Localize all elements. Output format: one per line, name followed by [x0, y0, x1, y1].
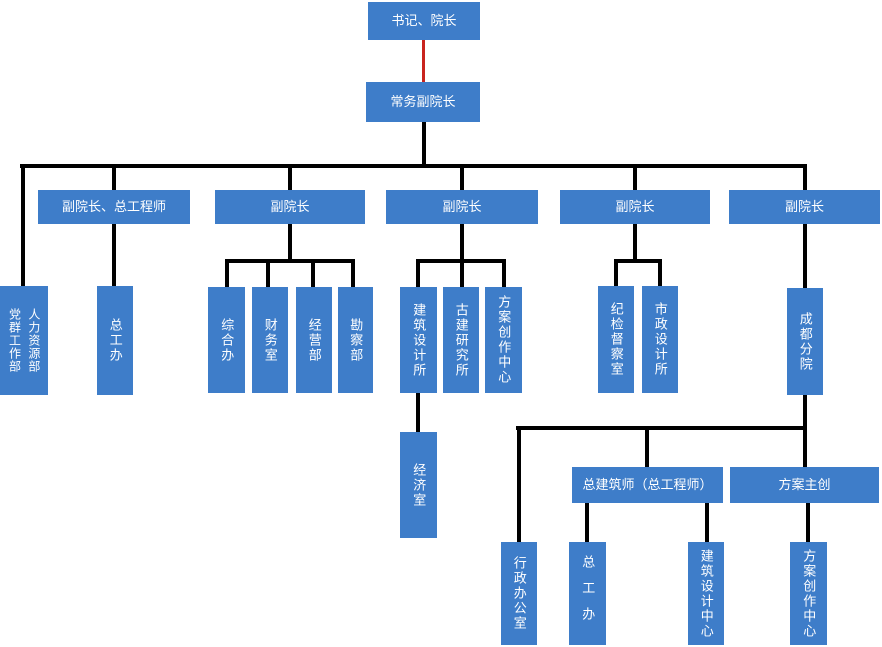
node-chief-engineer-office: 总工办: [97, 286, 133, 395]
node-architectural-design-center: 建筑设计中心: [688, 542, 724, 645]
connector-drop-vp5: [803, 164, 807, 190]
node-finance-office: 财务室: [252, 287, 288, 393]
connector-vp2-horizontal: [225, 259, 355, 263]
connector-drop-operations-dept: [311, 259, 315, 287]
connector-drop-general-office: [225, 259, 229, 287]
connector-vp4-horizontal: [614, 259, 662, 263]
connector-main-horizontal: [20, 164, 807, 168]
connector-vp4-stem: [633, 224, 637, 262]
connector-drop-ancient-institute: [460, 259, 464, 287]
node-executive-vice-dean: 常务副院长: [366, 82, 480, 122]
node-survey-dept: 勘察部: [338, 287, 373, 393]
connector-drop-survey-dept: [351, 259, 355, 287]
connector-vp5-to-chengdu-branch: [803, 224, 807, 288]
connector-drop-vp2: [288, 164, 292, 190]
connector-to-arch-design-center: [705, 503, 709, 542]
node-vice-dean-5: 副院长: [729, 190, 880, 224]
node-ancient-architecture-institute: 古建研究所: [443, 287, 479, 393]
node-secretary-dean: 书记、院长: [368, 2, 480, 40]
node-vice-dean-3: 副院长: [386, 190, 538, 224]
node-chengdu-branch: 成都分院: [787, 288, 823, 395]
connector-vp2-stem: [288, 224, 292, 262]
connector-drop-vp-chief-engineer: [112, 164, 116, 190]
node-general-office: 综合办: [208, 287, 245, 393]
connector-drop-admin-office: [517, 426, 521, 542]
connector-root-to-executive-vp: [422, 40, 425, 82]
connector-drop-scheme-lead: [803, 426, 807, 467]
node-party-mass-dept: 党群工作部: [7, 308, 22, 373]
connector-to-scheme-center-chengdu: [806, 503, 810, 542]
node-scheme-lead: 方案主创: [730, 467, 879, 503]
connector-to-chief-office-chengdu: [585, 503, 589, 542]
node-architectural-design-institute: 建筑设计所: [400, 287, 437, 393]
node-municipal-design-institute: 市政设计所: [642, 286, 678, 393]
node-scheme-creation-center-chengdu: 方案创作中心: [790, 542, 827, 645]
node-vice-dean-chief-engineer: 副院长、总工程师: [38, 190, 190, 224]
node-discipline-inspection-office: 纪检督察室: [598, 286, 634, 393]
connector-drop-municipal-institute: [658, 259, 662, 286]
node-chief-engineer-office-chengdu: 总工办: [569, 542, 606, 645]
node-vice-dean-4: 副院长: [560, 190, 710, 224]
connector-vp1-to-chief-office: [112, 224, 116, 286]
node-vice-dean-2: 副院长: [215, 190, 365, 224]
node-scheme-creation-center: 方案创作中心: [485, 287, 522, 393]
connector-chengdu-branch-stem: [803, 395, 807, 428]
node-chief-architect: 总建筑师（总工程师）: [572, 467, 723, 503]
connector-to-economics-office: [416, 393, 420, 432]
connector-drop-arch-design-institute: [416, 259, 420, 287]
connector-executive-vp-stem: [422, 122, 426, 166]
connector-chengdu-horizontal: [516, 426, 807, 430]
node-hr-dept: 人力资源部: [26, 308, 41, 373]
node-operations-dept: 经营部: [296, 287, 332, 393]
connector-vp3-stem: [460, 224, 464, 262]
connector-drop-vp4: [633, 164, 637, 190]
node-admin-office: 行政办公室: [501, 542, 537, 645]
connector-drop-discipline-office: [614, 259, 618, 286]
connector-drop-finance-office: [266, 259, 270, 287]
connector-drop-vp3: [460, 164, 464, 190]
connector-drop-chief-architect: [645, 426, 649, 467]
node-economics-office: 经济室: [400, 432, 437, 538]
connector-drop-scheme-center: [502, 259, 506, 287]
node-party-mass-and-hr: 党群工作部 人力资源部: [0, 286, 48, 395]
connector-drop-party-hr: [21, 164, 25, 286]
